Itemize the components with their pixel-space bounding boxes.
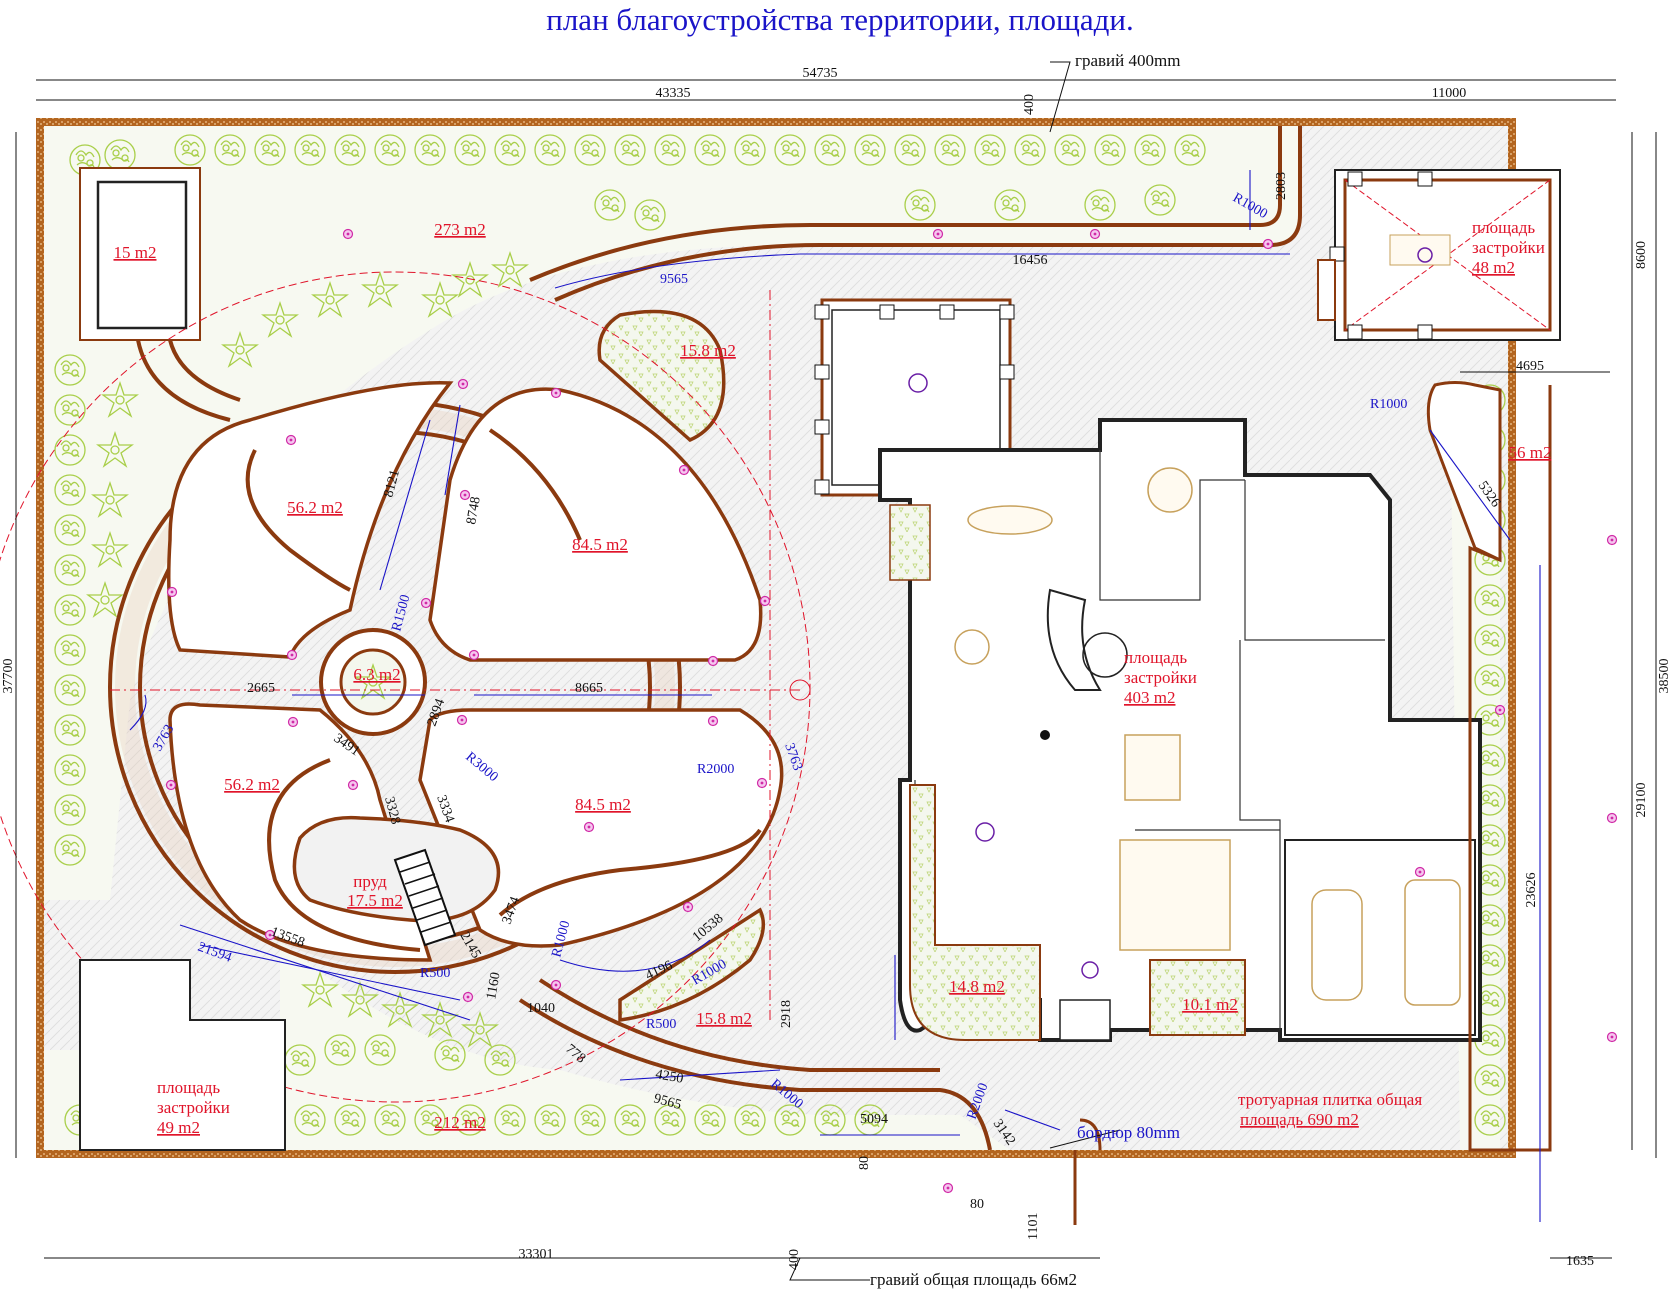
area-15-8-top: 15.8 m2 <box>680 341 736 360</box>
pavilion <box>1317 169 1561 341</box>
house-line3: 403 m2 <box>1124 688 1175 707</box>
dim-1040: 1040 <box>527 1001 555 1016</box>
area-56-2-bottom: 56.2 m2 <box>224 775 280 794</box>
area-14-8: 14.8 m2 <box>949 977 1005 996</box>
dim-top-right: 11000 <box>1432 86 1466 101</box>
area-56-2-top: 56.2 m2 <box>287 498 343 517</box>
walkway-top-edge <box>554 126 1302 302</box>
area-84-5-bottom: 84.5 m2 <box>575 795 631 814</box>
building-49 <box>79 959 286 1151</box>
dim-left-total: 37700 <box>1 659 16 694</box>
dim-9565-bottom: 9565 <box>652 1091 683 1113</box>
dim-8121: 8121 <box>381 468 403 499</box>
pavilion-line3: 48 m2 <box>1472 258 1515 277</box>
axis-circle <box>0 271 811 1103</box>
area-212: 212 m2 <box>434 1113 485 1132</box>
building-49-line1: площадь <box>157 1078 220 1097</box>
dim-8748: 8748 <box>464 496 484 526</box>
area-84-5-top: 84.5 m2 <box>572 535 628 554</box>
pond <box>292 815 501 923</box>
dim-r1000-e: R1000 <box>1370 397 1407 412</box>
dim-9565-top: 9565 <box>660 272 688 287</box>
dimension-lines <box>15 61 1657 1281</box>
gate <box>1073 1118 1102 1225</box>
dim-80-b: 80 <box>970 1197 984 1212</box>
dim-5094: 5094 <box>860 1112 888 1127</box>
bed-84-top <box>428 387 763 662</box>
area-273: 273 m2 <box>434 220 485 239</box>
dim-r2000: R2000 <box>697 762 734 777</box>
bed-84-bottom <box>418 708 784 948</box>
bed-15-8-bottom <box>618 907 766 1023</box>
area-6-3: 6.3 m2 <box>353 665 400 684</box>
dim-r500-a: R500 <box>420 966 450 981</box>
dim-bottom-gap: 400 <box>787 1249 802 1270</box>
main-house <box>814 298 1482 1042</box>
dim-1160: 1160 <box>484 971 504 1001</box>
dim-right-top: 8600 <box>1634 241 1649 269</box>
plan-title: план благоустройства территории, площади… <box>546 2 1134 37</box>
pavilion-line2: застройки <box>1472 238 1545 257</box>
paving-line1: тротуарная плитка общая <box>1238 1090 1422 1109</box>
dim-bottom-right: 1635 <box>1566 1254 1594 1269</box>
paving-line2: площадь 690 m2 <box>1240 1110 1359 1129</box>
lawn-top <box>44 126 1300 900</box>
area-15: 15 m2 <box>114 243 157 262</box>
dim-16456: 16456 <box>1013 253 1048 268</box>
dim-2803: 2803 <box>1274 172 1289 200</box>
dim-top-total: 54735 <box>803 66 838 81</box>
dim-bottom-total: 33301 <box>519 1247 554 1262</box>
building-49-line2: застройки <box>157 1098 230 1117</box>
area-10-1: 10.1 m2 <box>1182 995 1238 1014</box>
dim-1101: 1101 <box>1026 1213 1041 1240</box>
bridge <box>393 848 457 947</box>
pond-label: пруд <box>353 872 387 891</box>
dim-right-bottom: 29100 <box>1634 783 1649 818</box>
dim-4695: 4695 <box>1516 359 1544 374</box>
dim-2665: 2665 <box>247 681 275 696</box>
dim-23626: 23626 <box>1524 873 1539 908</box>
dim-4250: 4250 <box>654 1067 684 1087</box>
curb-note: бордюр 80mm <box>1077 1123 1180 1142</box>
area-15-8-bottom: 15.8 m2 <box>696 1009 752 1028</box>
dim-3328: 3328 <box>381 795 403 826</box>
gravel-top-note: гравий 400mm <box>1075 51 1180 70</box>
dim-2918: 2918 <box>779 1000 794 1028</box>
bed-15-8-top <box>597 309 726 443</box>
pond-area: 17.5 m2 <box>347 891 403 910</box>
walkway-bottom-edge <box>518 998 992 1151</box>
house-line1: площадь <box>1124 648 1187 667</box>
dim-80-a: 80 <box>857 1156 872 1170</box>
dim-r500-b: R500 <box>646 1017 676 1032</box>
small-building <box>96 180 188 330</box>
gravel-bottom-note: гравий общая площадь 66м2 <box>870 1270 1077 1289</box>
building-49-line3: 49 m2 <box>157 1118 200 1137</box>
dim-top-gap: 400 <box>1022 94 1037 115</box>
house-line2: застройки <box>1124 668 1197 687</box>
dim-top-left: 43335 <box>656 86 691 101</box>
dim-8665: 8665 <box>575 681 603 696</box>
area-56: 56 m2 <box>1509 443 1552 462</box>
dim-right-total: 38500 <box>1657 659 1672 694</box>
path-small-building <box>136 339 231 422</box>
pavilion-line1: площадь <box>1472 218 1535 237</box>
bed-56-top <box>167 381 454 659</box>
